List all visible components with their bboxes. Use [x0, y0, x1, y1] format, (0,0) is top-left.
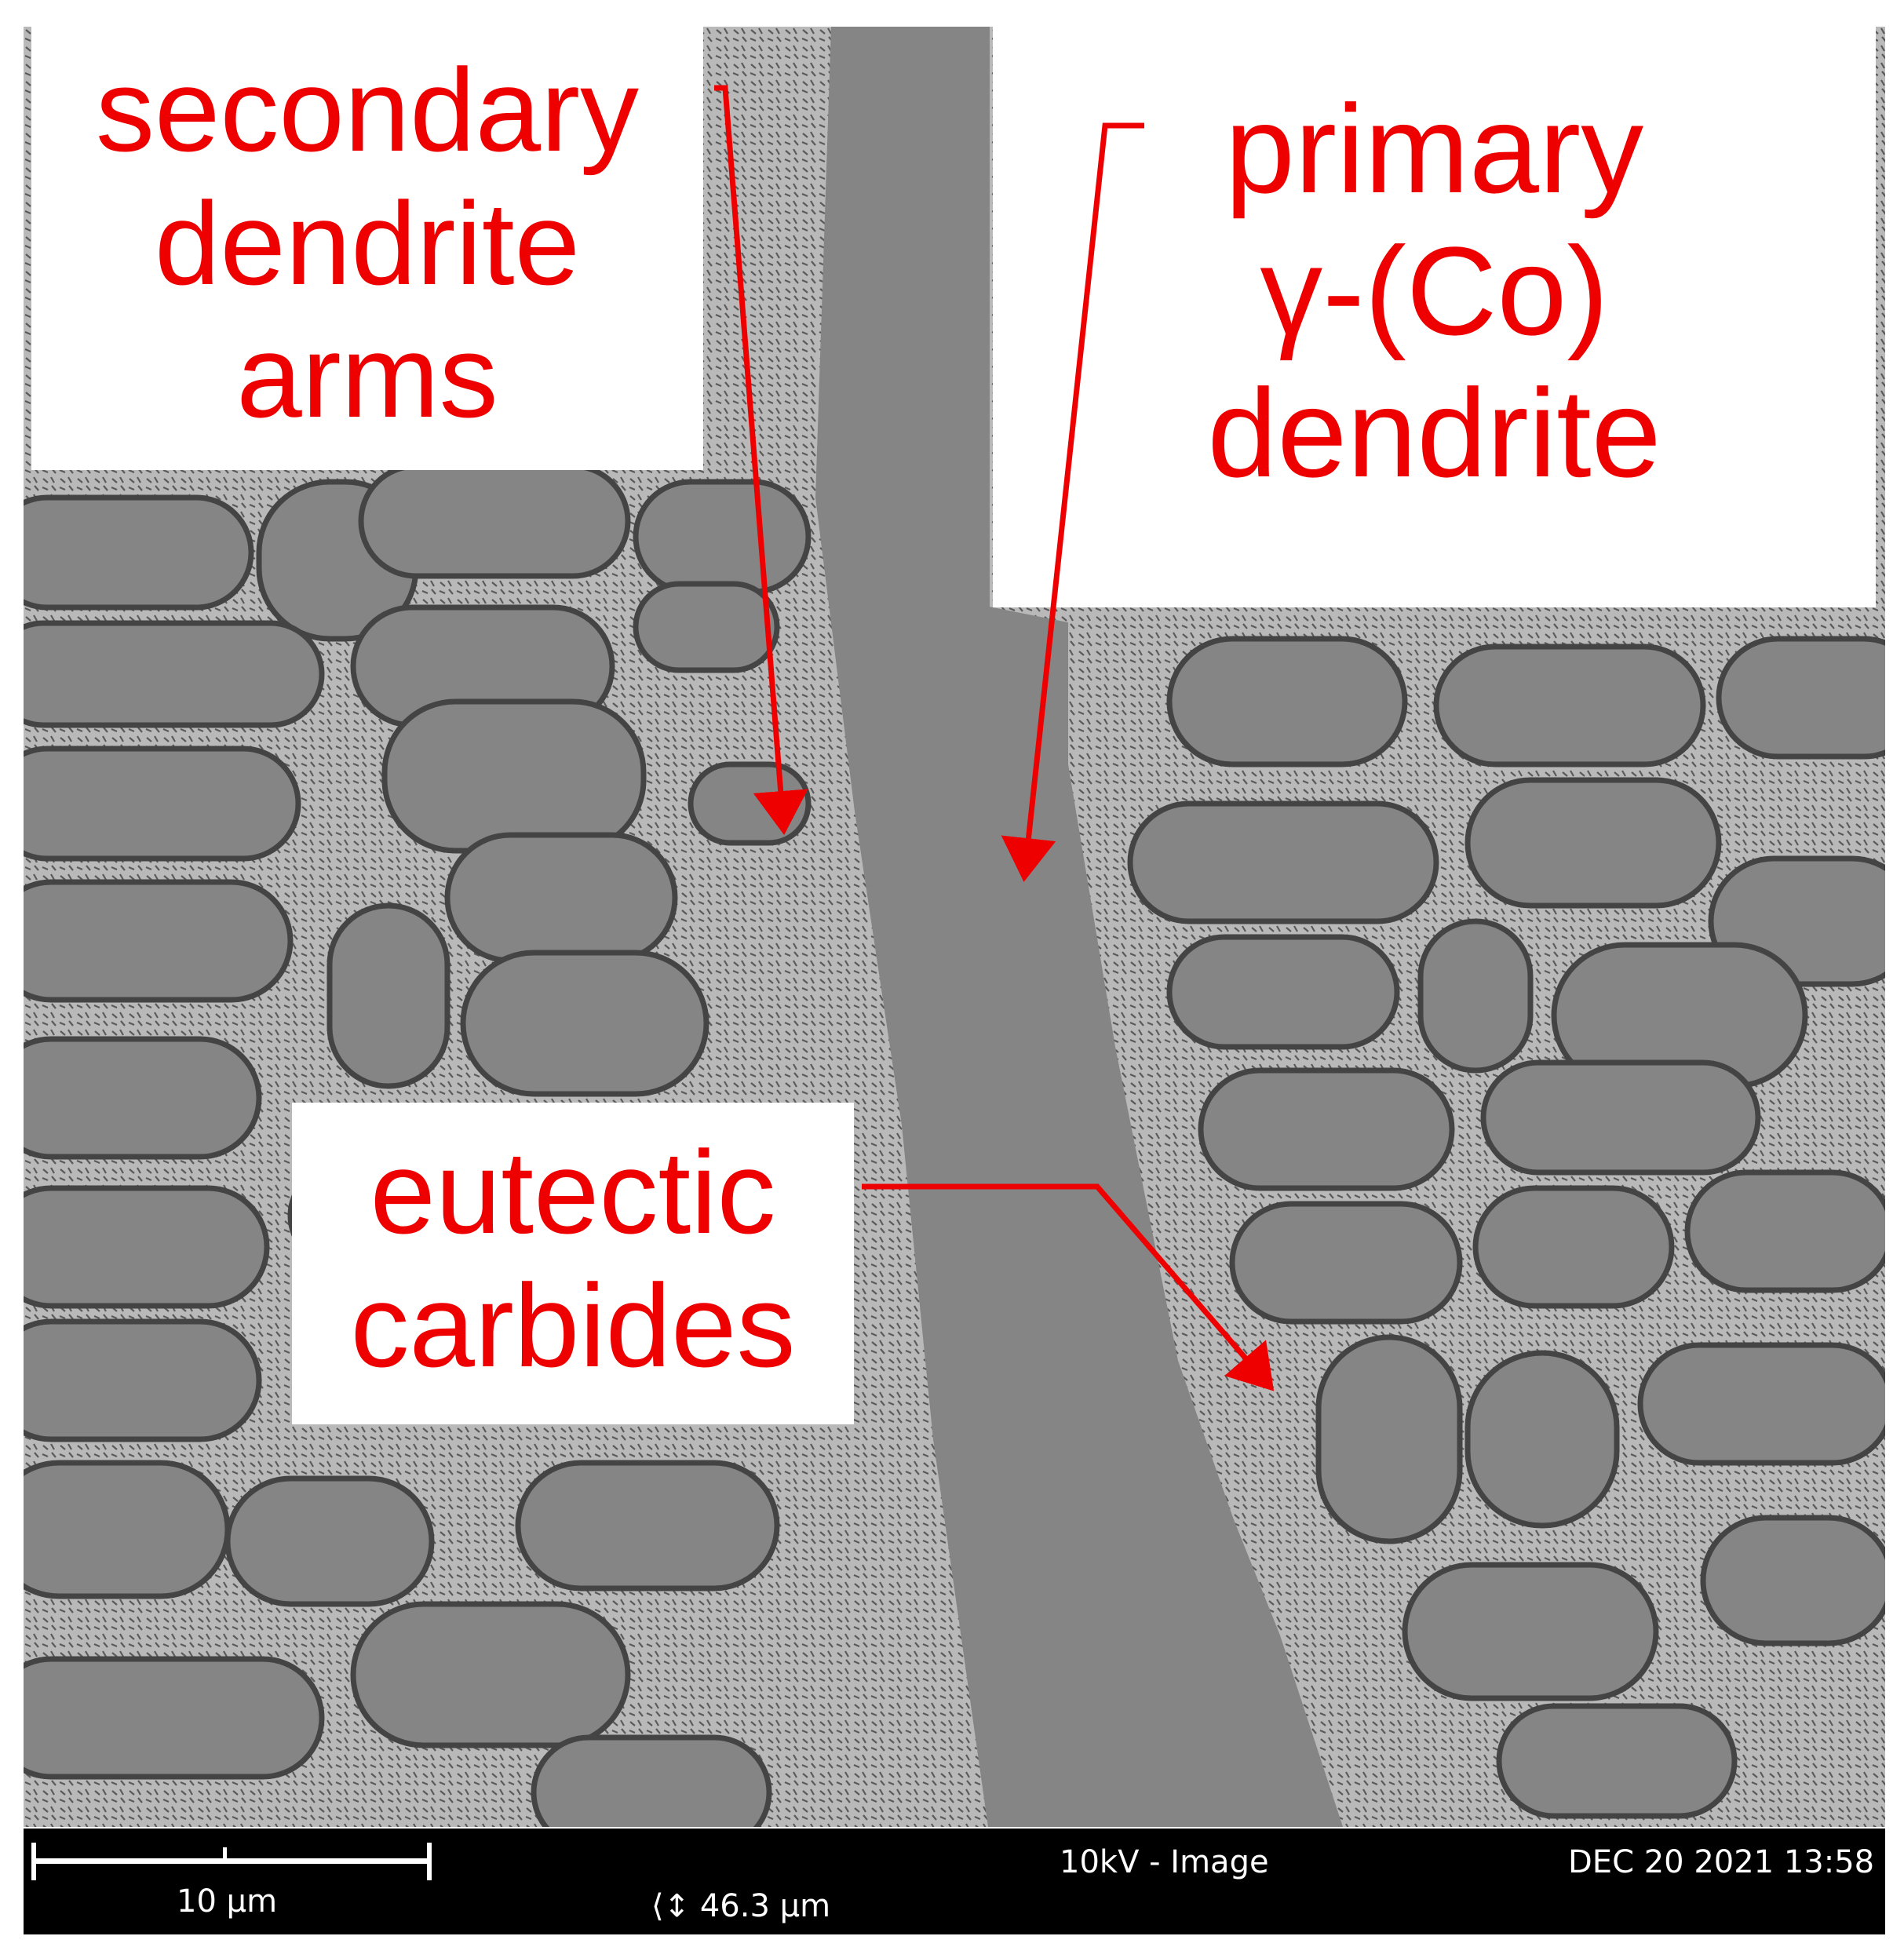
callout-line: primary — [1224, 78, 1644, 219]
field-width-value: 46.3 μm — [699, 1888, 831, 1924]
callout-line: secondary — [95, 44, 640, 176]
callout-line: γ-(Co) — [1260, 220, 1609, 361]
callout-line: eutectic — [370, 1126, 776, 1258]
callout-secondary-dendrite-arms: secondary dendrite arms — [31, 27, 703, 470]
sem-info-bar: 10 μm ⟨↕ 46.3 μm 10kV - Image DEC 20 202… — [24, 1829, 1885, 1934]
callout-primary-dendrite: primary γ-(Co) dendrite — [993, 27, 1876, 607]
field-width-icon: ⟨↕ — [651, 1888, 691, 1924]
right-dendrite-cells — [1127, 636, 1885, 1819]
acquisition-datetime: DEC 20 2021 13:58 — [1568, 1844, 1875, 1880]
callout-eutectic-carbides: eutectic carbides — [292, 1103, 854, 1424]
callout-line: dendrite — [1207, 362, 1661, 503]
scale-bar-tick — [223, 1847, 227, 1858]
callout-line: carbides — [350, 1259, 796, 1391]
scale-bar — [31, 1843, 432, 1880]
callout-line: arms — [236, 310, 498, 442]
callout-line: dendrite — [154, 177, 581, 309]
acquisition-mode: 10kV - Image — [1060, 1844, 1269, 1880]
field-width-readout: ⟨↕ 46.3 μm — [651, 1888, 830, 1924]
scale-bar-label: 10 μm — [177, 1883, 278, 1920]
